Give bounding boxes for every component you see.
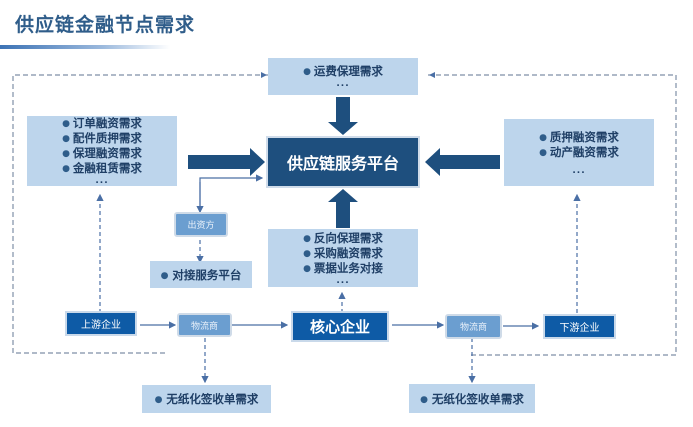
- paperless-receipt-left: 无纸化签收单需求: [142, 385, 271, 413]
- list-item: 动产融资需求: [539, 145, 619, 161]
- core-enterprise: 核心企业: [291, 311, 389, 342]
- docking-platform-box: 对接服务平台: [150, 261, 252, 288]
- paperless-receipt-right: 无纸化签收单需求: [409, 384, 535, 413]
- arrow-top-down: [328, 97, 358, 135]
- upstream-needs-box: 订单融资需求 配件质押需求 保理融资需求 金融租赁需求 ...: [27, 116, 177, 186]
- ellipsis: ...: [572, 165, 586, 176]
- ellipsis: ...: [336, 275, 350, 286]
- title-underline: [0, 45, 170, 49]
- list-item: 无纸化签收单需求: [155, 391, 258, 407]
- arrow-right-left: [425, 148, 500, 176]
- list-item: 质押融资需求: [539, 130, 619, 146]
- core-needs-box: 反向保理需求 采购融资需求 票据业务对接 ...: [268, 229, 418, 287]
- arrow-left-right: [188, 148, 265, 176]
- downstream-enterprise: 下游企业: [543, 314, 616, 339]
- list-item: 订单融资需求: [62, 117, 142, 132]
- dashed-loop-right: [428, 74, 677, 356]
- list-item: 反向保理需求: [303, 231, 383, 247]
- list-item: 对接服务平台: [161, 267, 241, 283]
- logistics-right: 物流商: [445, 314, 502, 339]
- list-item: 配件质押需求: [62, 132, 142, 147]
- ellipsis: ...: [95, 176, 109, 186]
- freight-factoring-box: 运费保理需求 ...: [268, 58, 418, 95]
- list-item: 运费保理需求: [303, 65, 383, 80]
- ellipsis: ...: [336, 79, 350, 89]
- arrow-bottom-up: [328, 189, 358, 228]
- downstream-needs-box: 质押融资需求 动产融资需求 ...: [504, 119, 654, 186]
- list-item: 采购融资需求: [303, 246, 383, 262]
- page-title: 供应链金融节点需求: [15, 14, 196, 36]
- supply-chain-platform: 供应链服务平台: [268, 138, 418, 186]
- list-item: 无纸化签收单需求: [420, 391, 524, 407]
- list-item: 票据业务对接: [303, 261, 383, 277]
- dashed-loop-left: [12, 74, 268, 354]
- list-item: 保理融资需求: [62, 147, 142, 162]
- logistics-left: 物流商: [177, 313, 232, 337]
- upstream-enterprise: 上游企业: [65, 311, 137, 336]
- list-item: 金融租赁需求: [62, 162, 142, 177]
- funder-node: 出资方: [174, 212, 228, 237]
